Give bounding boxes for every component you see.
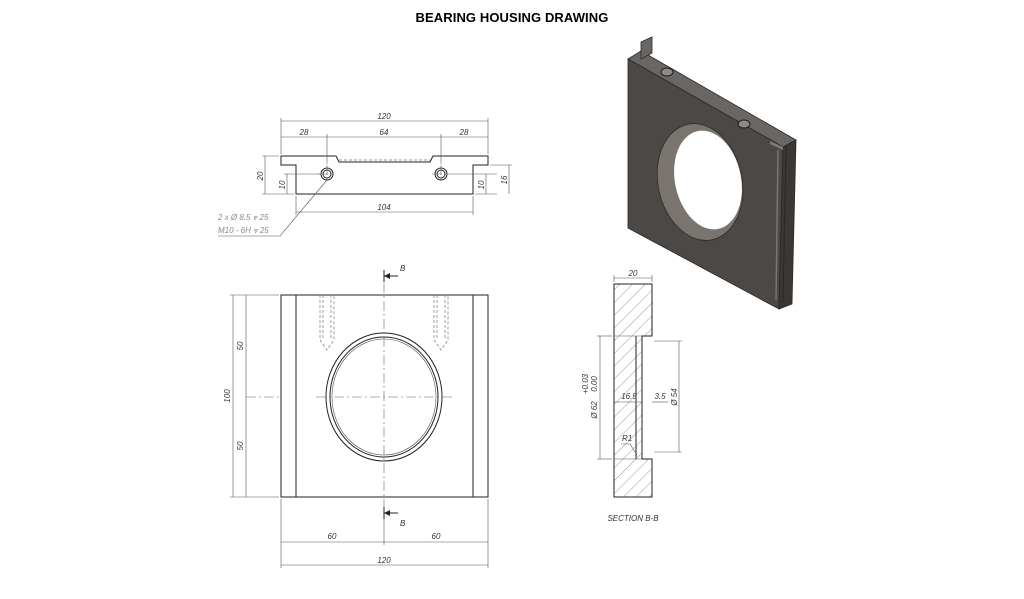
- dim-top-hole-left: 10: [278, 180, 287, 189]
- front-view: [230, 270, 489, 568]
- dim-top-middle: 64: [380, 128, 389, 137]
- dim-front-right-width: 60: [432, 532, 441, 541]
- iso-hole-left: [660, 67, 674, 77]
- dim-section-radius: R1: [622, 434, 632, 443]
- dim-section-depth: 16.5: [621, 392, 637, 401]
- top-view-outline: [280, 155, 489, 195]
- section-label: SECTION B-B: [607, 514, 659, 523]
- dim-top-left: 28: [299, 128, 309, 137]
- dim-top-overall: 120: [377, 112, 391, 121]
- dim-front-height: 100: [223, 389, 232, 403]
- dim-front-lower: 50: [236, 441, 245, 450]
- dim-section-tol-lower: 0.00: [590, 376, 599, 392]
- top-view: [218, 118, 512, 237]
- section-view: [597, 275, 682, 498]
- section-hatched-body: [613, 283, 653, 498]
- dim-front-left-width: 60: [328, 532, 337, 541]
- dim-section-thickness: 20: [628, 269, 638, 278]
- hole-note-line1: 2 x Ø 8.5 ⩔ 25: [217, 213, 269, 222]
- iso-hole-right: [737, 119, 751, 129]
- isometric-view: [627, 36, 797, 310]
- hole-note-line2: M10 - 6H ⩔ 25: [218, 226, 269, 235]
- dim-section-tol-upper: +0.03: [581, 373, 590, 394]
- drawing-title: BEARING HOUSING DRAWING: [415, 10, 609, 25]
- section-mark-bottom: B: [400, 519, 406, 528]
- dim-top-flange: 16: [500, 175, 509, 184]
- dim-front-total-width: 120: [377, 556, 391, 565]
- dim-section-shoulder: Ø 54: [670, 388, 679, 407]
- dim-top-height: 20: [256, 171, 265, 181]
- dim-top-hole-right: 10: [477, 180, 486, 189]
- dim-front-upper: 50: [236, 341, 245, 350]
- section-mark-top: B: [400, 264, 406, 273]
- front-view-outline: [280, 294, 489, 498]
- dim-section-step: 3.5: [654, 392, 666, 401]
- dim-top-right: 28: [459, 128, 469, 137]
- dim-section-bore: Ø 62: [590, 401, 599, 420]
- dim-top-hole-spacing: 104: [377, 203, 391, 212]
